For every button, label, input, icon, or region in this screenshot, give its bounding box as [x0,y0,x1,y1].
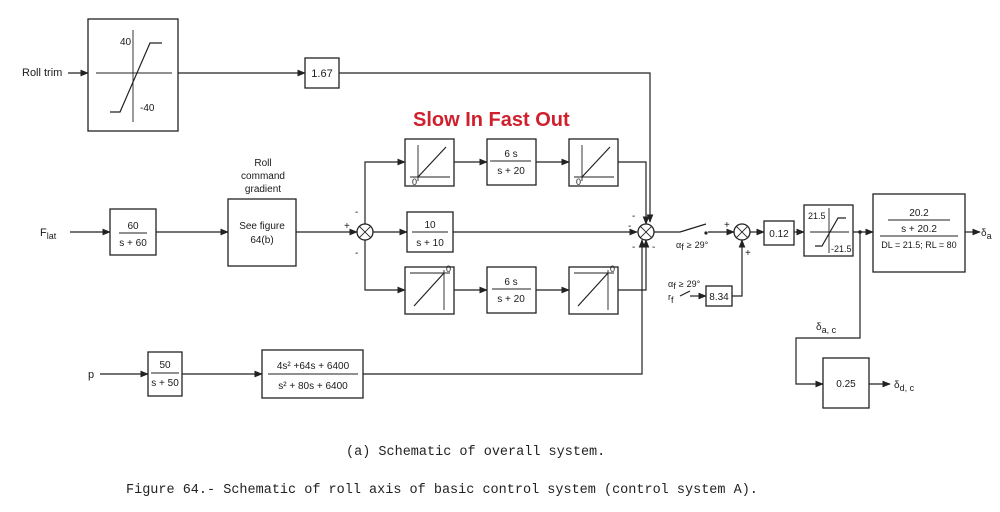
svg-text:10: 10 [424,220,436,231]
svg-text:+: + [745,248,751,259]
figure-caption: Figure 64.- Schematic of roll axis of ba… [126,483,758,498]
roll-trim-label: Roll trim [22,67,62,79]
saturation-limiter-21-5 [803,204,854,257]
svg-text:s + 60: s + 60 [119,238,147,249]
diagram-title: Slow In Fast Out [413,109,570,131]
actuator-block [872,193,966,273]
svg-text:50: 50 [159,360,171,371]
svg-text:-: - [355,248,358,259]
svg-text:-21.5: -21.5 [831,244,852,254]
svg-text:See figure: See figure [239,221,285,232]
svg-text:-: - [632,242,635,253]
p-prefilter-50-block [147,351,183,397]
switch-lower-condition: αf≥29° [668,279,701,291]
svg-text:21.5: 21.5 [808,211,826,221]
gradient-label-2: command [241,171,285,182]
trim-upper-limit: 40 [120,37,132,48]
svg-text:6 s: 6 s [504,149,517,160]
svg-text:20.2: 20.2 [909,208,929,219]
gain-0-25-block [822,357,870,409]
svg-text:-: - [652,242,655,253]
lower-washout-filter [486,266,537,314]
delta-ac-label: δa, c [816,322,837,335]
output-delta-a: δa [981,228,992,241]
svg-text:s + 20.2: s + 20.2 [901,224,937,235]
lower-limiter-right [568,266,619,315]
svg-text:0: 0 [610,264,615,274]
gradient-label-1: Roll [254,158,271,169]
gain-0-25: 0.25 [836,379,856,390]
rf-label: rf [668,292,674,305]
svg-text:64(b): 64(b) [250,235,273,246]
upper-limiter-left [404,138,455,187]
gain-0-12: 0.12 [769,229,789,240]
svg-text:-: - [355,207,358,218]
p-label: p [88,369,94,381]
gain-1-67: 1.67 [311,68,332,80]
roll-command-gradient-block [227,198,297,267]
switch-upper-condition: αf≥29° [676,240,709,252]
svg-text:6 s: 6 s [504,277,517,288]
svg-text:0: 0 [412,177,417,187]
gain-0-12-block [763,220,795,246]
prefilter-60-block [109,208,157,256]
svg-text:+: + [344,221,350,232]
svg-text:s + 20: s + 20 [497,294,525,305]
svg-text:-: - [632,211,635,222]
lower-limiter-left [404,266,455,315]
output-delta-dc: δd, c [894,380,915,393]
svg-text:0: 0 [446,264,451,274]
svg-text:s + 20: s + 20 [497,166,525,177]
svg-text:+: + [724,220,730,231]
trim-lower-limit: -40 [140,103,155,114]
gradient-label-3: gradient [245,184,281,195]
svg-text:s + 10: s + 10 [416,238,444,249]
svg-text:DL = 21.5; RL = 80: DL = 21.5; RL = 80 [881,240,956,250]
gain-8-34: 8.34 [709,292,729,303]
caption-a: (a) Schematic of overall system. [346,445,605,460]
svg-text:s + 50: s + 50 [151,378,179,389]
svg-text:s² + 80s + 6400: s² + 80s + 6400 [278,381,348,392]
svg-text:0: 0 [576,177,581,187]
gain-1-67-block [304,57,340,89]
svg-text:4s² +64s + 6400: 4s² +64s + 6400 [277,361,350,372]
svg-text:60: 60 [127,221,139,232]
f-lat-label: Flat [40,227,57,241]
svg-text:-: - [628,221,631,232]
upper-washout-filter [486,138,537,186]
